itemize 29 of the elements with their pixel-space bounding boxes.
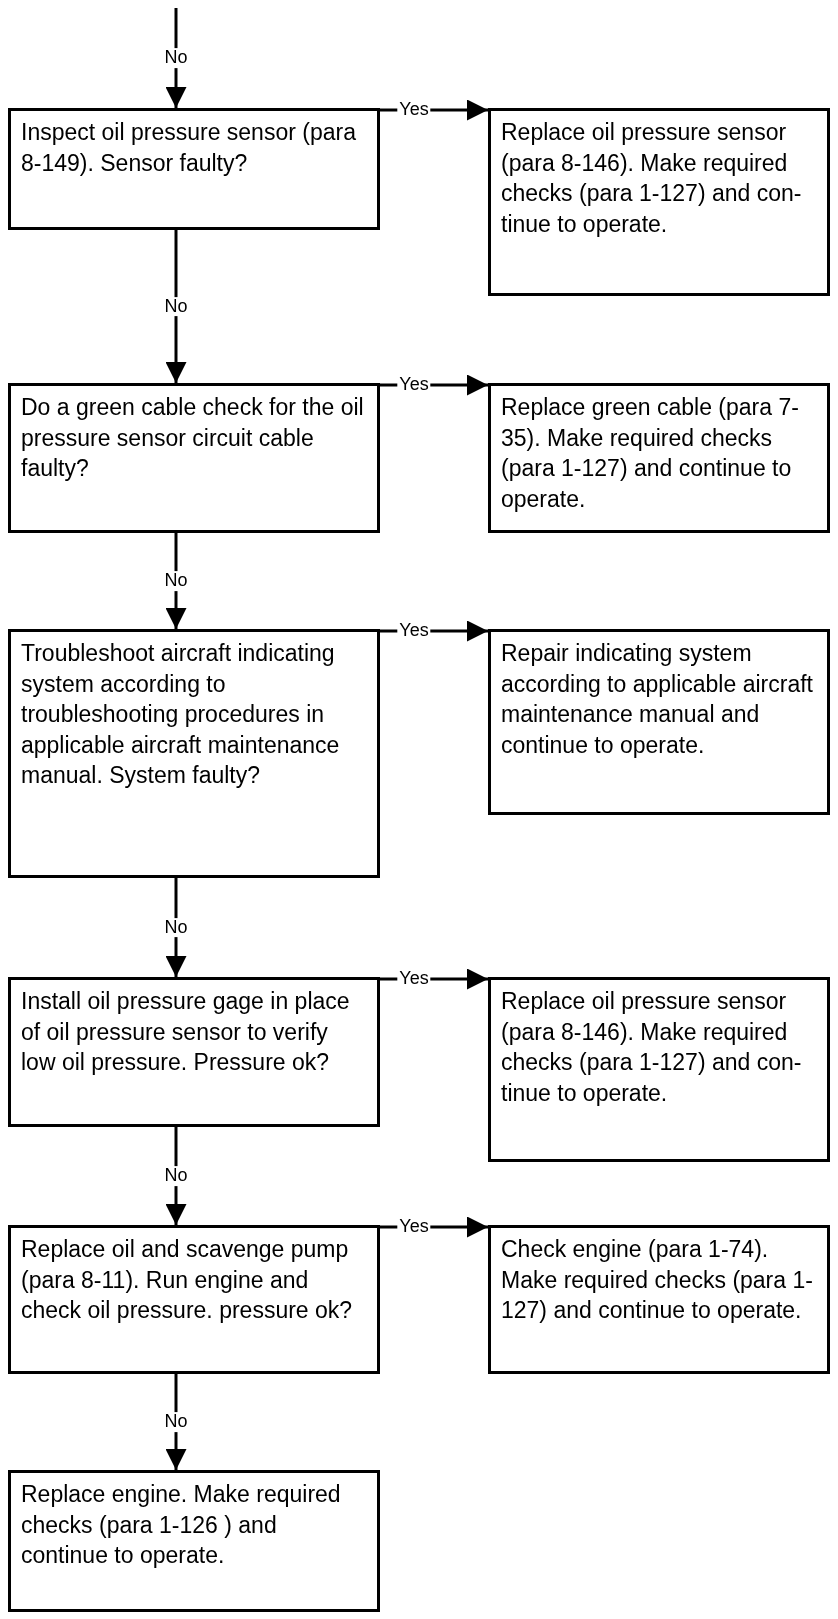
box-text: Replace engine. Make required checks (para 1-126 ) and continue to operate. — [21, 1480, 342, 1571]
box-text: Do a green cable check for the oil pressure sensor circuit cable faulty? — [21, 393, 365, 484]
process-box — [8, 977, 380, 1127]
edge-label: No — [162, 917, 190, 938]
box-text: Replace oil pressure sensor (para 8-146). Make required checks (para 1-127) and con- tinue to operate. — [501, 987, 803, 1108]
box-text: Troubleshoot aircraft indicating system according to troubleshooting procedures in applicable aircraft maintenance manual. System faulty? — [21, 639, 341, 791]
box-text: Inspect oil pressure sensor (para 8-149). Sensor faulty? — [21, 118, 357, 178]
edge-label: No — [162, 296, 190, 317]
arrow — [165, 230, 187, 383]
process-box — [488, 977, 830, 1162]
process-box — [8, 383, 380, 533]
process-box — [8, 1470, 380, 1612]
edge-label: No — [162, 1166, 190, 1186]
box-text: Install oil pressure gage in place of oil pressure sensor to verify low oil pressure. Pressure ok? — [21, 987, 351, 1078]
process-box — [488, 1225, 830, 1374]
process-box — [488, 629, 830, 815]
box-text: Replace oil and scavenge pump (para 8-11). Run engine and check oil pressure. pressure ok? — [21, 1235, 354, 1326]
process-box — [8, 1225, 380, 1374]
edge-label: No — [162, 571, 190, 591]
edge-label: No — [162, 1412, 190, 1432]
box-text: Repair indicating system according to applicable aircraft maintenance manual and continue to operate. — [501, 639, 814, 760]
process-box — [488, 108, 830, 296]
process-box — [8, 629, 380, 878]
process-box — [488, 383, 830, 533]
process-box — [8, 108, 380, 230]
box-text: Check engine (para 1-74). Make required checks (para 1-127) and continue to operate. — [501, 1235, 814, 1326]
box-text: Replace green cable (para 7-35). Make required checks (para 1-127) and continue to operate. — [501, 393, 800, 514]
box-text: Replace oil pressure sensor (para 8-146). Make required checks (para 1-127) and con- tinue to operate. — [501, 118, 803, 239]
edge-label: No — [162, 48, 190, 68]
